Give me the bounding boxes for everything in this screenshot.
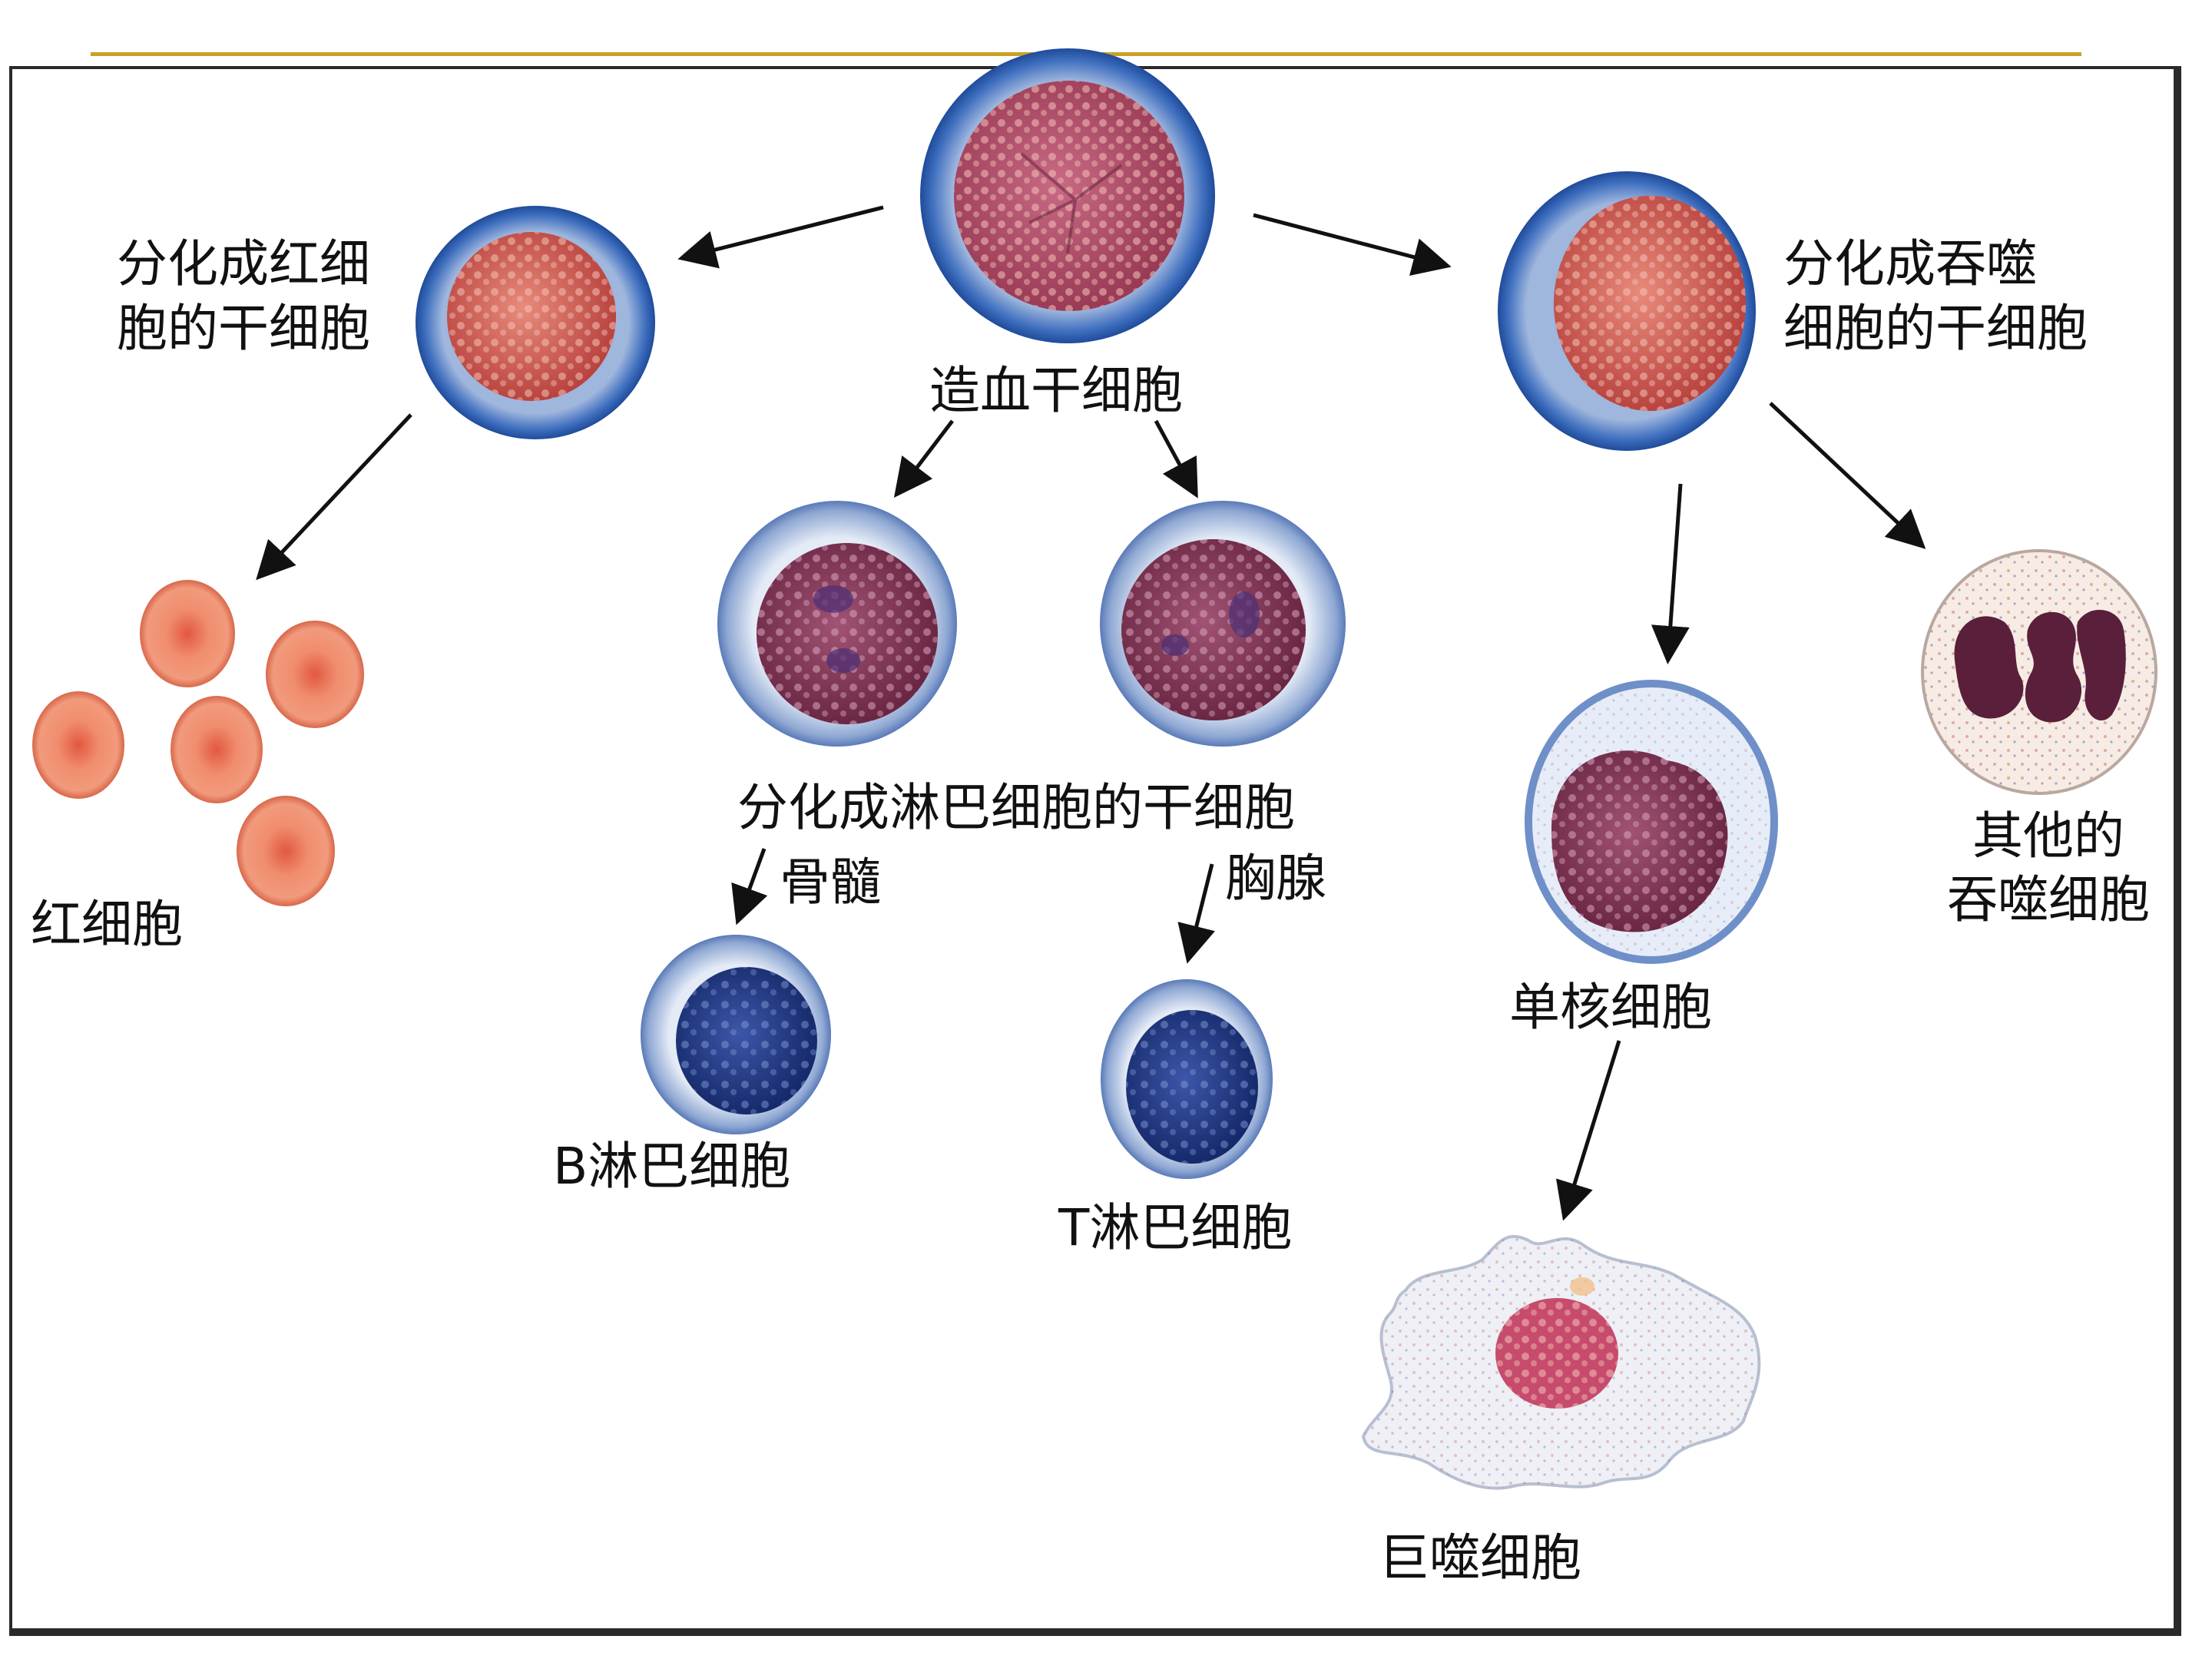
label-other-phagocytes-line2: 吞噬细胞 xyxy=(1947,870,2150,929)
label-stem-cell: 造血干细胞 xyxy=(929,361,1183,420)
macrophage-icon xyxy=(1361,1234,1761,1490)
label-phagocyte-stem-line1: 分化成吞噬 xyxy=(1783,234,2037,293)
phagocyte-progenitor-cell-icon xyxy=(1498,171,1756,451)
arrow-bone-marrow-to-b xyxy=(731,848,768,926)
label-red-blood-cells: 红细胞 xyxy=(31,895,183,954)
label-macrophage: 巨噬细胞 xyxy=(1379,1528,1581,1588)
arrow-stem-to-lymphoid-right xyxy=(1154,419,1198,498)
red-blood-cells-icon xyxy=(32,580,364,906)
label-erythroid-stem-line2: 胞的干细胞 xyxy=(117,299,370,358)
hematopoietic-stem-cell-icon xyxy=(920,48,1215,343)
arrow-stem-to-phagocyte xyxy=(1253,213,1452,276)
granulocyte-icon xyxy=(1921,549,2157,795)
arrow-monocyte-to-macrophage xyxy=(1556,1040,1621,1221)
label-b-lymphocyte: B淋巴细胞 xyxy=(553,1137,791,1196)
arrow-erythroid-to-rbc xyxy=(256,413,412,581)
label-phagocyte-stem-line2: 细胞的干细胞 xyxy=(1783,299,2088,358)
b-lymphocyte-icon xyxy=(641,935,831,1134)
lymphoid-progenitor-cell-icon xyxy=(717,501,957,747)
arrow-stem-to-erythroid xyxy=(677,205,884,269)
lymphoid-progenitor-cell-icon xyxy=(1100,501,1346,747)
label-monocyte: 单核细胞 xyxy=(1509,978,1712,1037)
label-t-lymphocyte: T淋巴细胞 xyxy=(1058,1198,1293,1257)
arrow-phagocyte-to-monocyte xyxy=(1651,483,1690,664)
label-erythroid-stem-line1: 分化成红细 xyxy=(117,234,370,293)
arrow-thymus-to-t xyxy=(1177,863,1215,964)
monocyte-icon xyxy=(1525,680,1778,964)
label-thymus: 胸腺 xyxy=(1225,849,1326,908)
label-other-phagocytes-line1: 其他的 xyxy=(1972,806,2124,866)
arrow-phagocyte-to-granulocyte xyxy=(1769,402,1926,549)
arrow-stem-to-lymphoid-left xyxy=(893,419,954,498)
t-lymphocyte-icon xyxy=(1101,979,1273,1179)
label-lymphoid-stem: 分化成淋巴细胞的干细胞 xyxy=(737,778,1295,837)
label-bone-marrow: 骨髓 xyxy=(780,853,881,912)
erythroid-progenitor-cell-icon xyxy=(416,206,655,439)
